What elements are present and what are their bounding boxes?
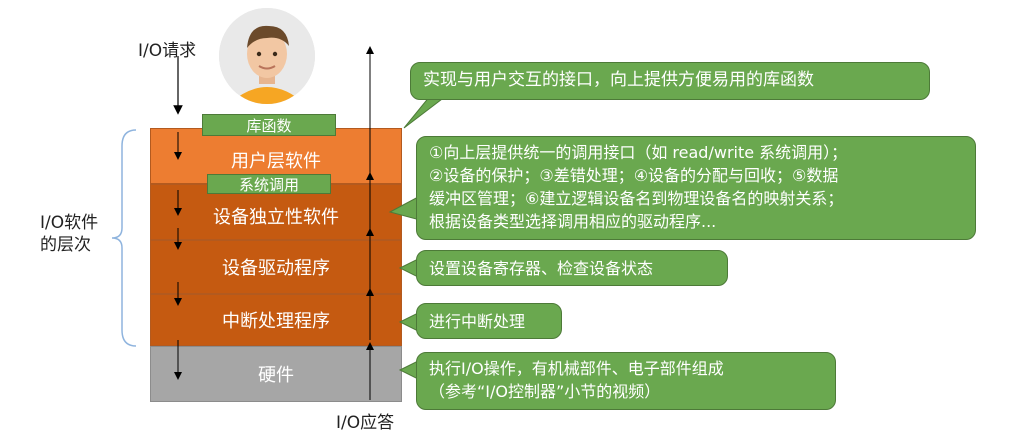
callout-device-independent-line4: 根据设备类型选择调用相应的驱动程序...: [429, 212, 717, 231]
software-levels-line1: I/O软件: [40, 213, 99, 233]
callout-hardware-line1: 执行I/O操作，有机械部件、电子部件组成: [429, 359, 724, 378]
layer-hardware-label: 硬件: [258, 365, 294, 386]
callout-device-independent-line1: ①向上层提供统一的调用接口（如 read/write 系统调用）；: [429, 143, 848, 162]
callout-device-independent: ①向上层提供统一的调用接口（如 read/write 系统调用）； ②设备的保护…: [416, 136, 976, 240]
callout-interrupt-text: 进行中断处理: [429, 312, 526, 331]
tag-library-functions-label: 库函数: [246, 116, 292, 135]
software-levels-label: I/O软件 的层次: [40, 212, 98, 256]
callout-pointer-user: [403, 95, 448, 129]
callout-hardware: 执行I/O操作，有机械部件、电子部件组成 （参考“I/O控制器”小节的视频）: [416, 352, 836, 410]
callout-interrupt: 进行中断处理: [416, 303, 562, 339]
layer-device-independent-label: 设备独立性软件: [213, 207, 339, 228]
callout-device-independent-line2: ②设备的保护；③差错处理；④设备的分配与回收；⑤数据: [429, 166, 839, 185]
callout-driver: 设置设备寄存器、检查设备状态: [416, 250, 728, 286]
levels-brace: [111, 129, 137, 347]
callout-driver-text: 设置设备寄存器、检查设备状态: [429, 259, 654, 278]
callout-user-layer: 实现与用户交互的接口，向上提供方便易用的库函数: [410, 62, 930, 100]
tag-system-calls: 系统调用: [207, 174, 331, 194]
layer-device-driver-label: 设备驱动程序: [222, 258, 330, 279]
layer-interrupt-handler-label: 中断处理程序: [222, 311, 330, 332]
layer-user-software-label: 用户层软件: [231, 151, 321, 172]
tag-system-calls-label: 系统调用: [238, 175, 299, 194]
user-avatar: [219, 8, 315, 104]
layer-hardware: 硬件: [150, 346, 402, 402]
callout-hardware-line2: （参考“I/O控制器”小节的视频）: [429, 382, 661, 401]
io-response-label: I/O应答: [336, 413, 395, 433]
layer-device-driver: 设备驱动程序: [150, 240, 402, 294]
software-levels-line2: 的层次: [40, 235, 91, 255]
tag-library-functions: 库函数: [202, 114, 336, 136]
io-request-label: I/O请求: [138, 41, 197, 61]
user-avatar-icon: [219, 8, 315, 104]
layer-interrupt-handler: 中断处理程序: [150, 294, 402, 346]
callout-device-independent-line3: 缓冲区管理；⑥建立逻辑设备名到物理设备名的映射关系；: [429, 189, 844, 208]
callout-user-layer-text: 实现与用户交互的接口，向上提供方便易用的库函数: [423, 70, 814, 90]
